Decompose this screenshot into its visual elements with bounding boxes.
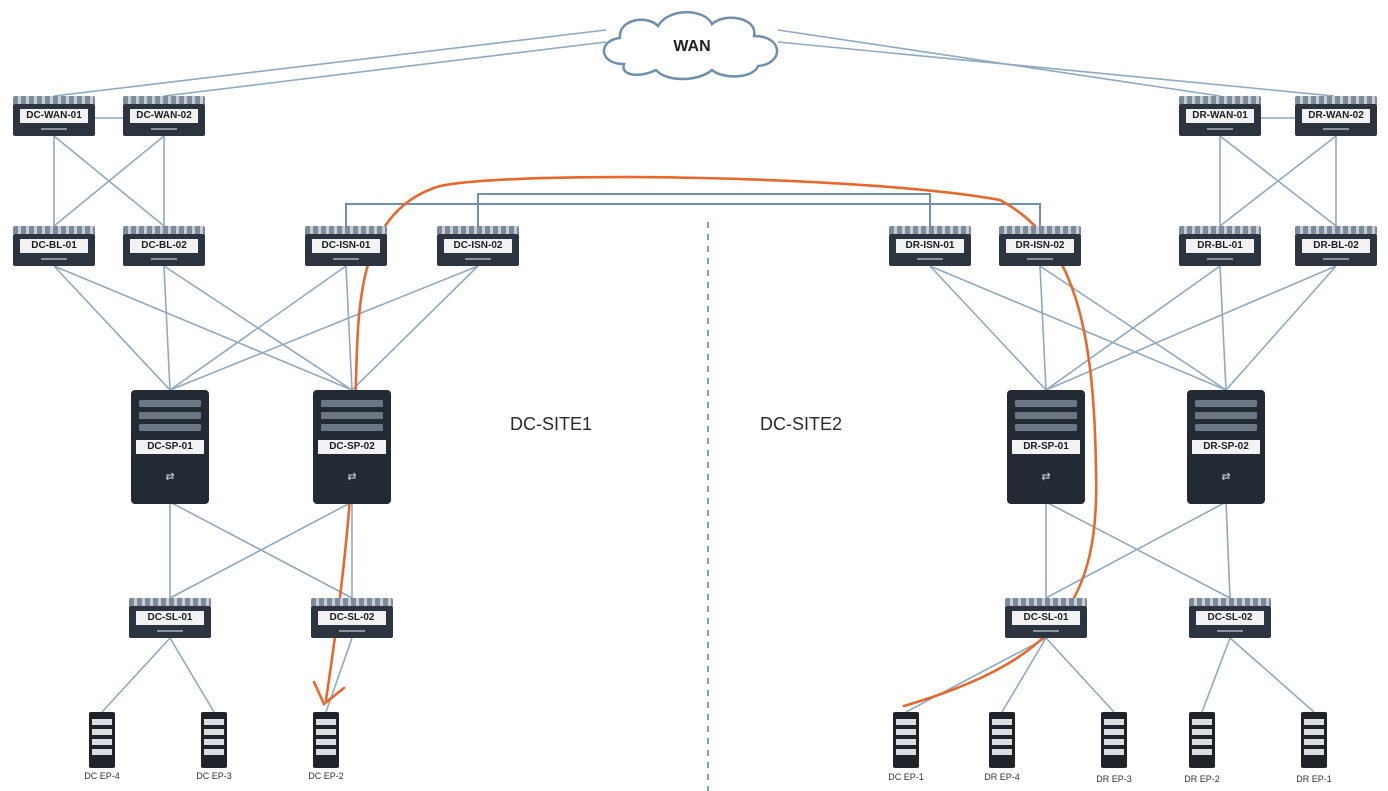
endpoint-label: DC EP-4 <box>84 771 120 781</box>
device-label: DC-WAN-01 <box>20 109 88 123</box>
link <box>163 265 171 391</box>
spine-dr-sp-02[interactable]: DR-SP-02 ⇄ <box>1187 390 1265 504</box>
switch-dc-sl-02[interactable]: DC-SL-02 <box>311 598 393 638</box>
link-dc-wan-01-to-wan <box>53 29 607 97</box>
cisco-logo-icon: ⇄ <box>1041 471 1051 483</box>
device-label: DC-WAN-02 <box>130 109 198 123</box>
link <box>1225 265 1337 391</box>
endpoint-label: DC EP-2 <box>308 771 344 781</box>
cisco-logo-icon: ⇄ <box>1221 471 1231 483</box>
device-label: DR-WAN-02 <box>1302 109 1370 123</box>
switch-dc-isn-02[interactable]: DC-ISN-02 <box>437 226 519 266</box>
link <box>1045 265 1337 391</box>
link <box>1039 265 1047 391</box>
switch-dc-bl-01[interactable]: DC-BL-01 <box>13 226 95 266</box>
link <box>169 265 479 391</box>
device-label: DC-BL-01 <box>20 239 88 253</box>
link <box>101 637 171 713</box>
device-label: DR-ISN-02 <box>1006 239 1074 253</box>
server-dr-ep-4[interactable] <box>985 712 1019 768</box>
spine-dr-sp-01[interactable]: DR-SP-01 ⇄ <box>1007 390 1085 504</box>
device-label: DC-SL-01 <box>136 611 204 625</box>
endpoint-label: DR EP-4 <box>984 772 1020 782</box>
isn-interconnect-dc-isn-01 <box>345 203 1041 226</box>
link <box>169 501 353 599</box>
link <box>53 265 171 391</box>
wan-label: WAN <box>673 38 711 55</box>
device-label: DR-BL-01 <box>1186 239 1254 253</box>
site-label-dc-site2: DC-SITE2 <box>760 414 843 434</box>
router-dr-wan-01[interactable]: DR-WAN-01 <box>1179 96 1261 136</box>
spine-dc-sp-02[interactable]: DC-SP-02 ⇄ <box>313 390 391 504</box>
server-dr-ep-1[interactable] <box>1297 712 1331 768</box>
wan-cloud: WAN <box>594 6 790 82</box>
router-dc-wan-02[interactable]: DC-WAN-02 <box>123 96 205 136</box>
device-label: DC-ISN-02 <box>444 239 512 253</box>
link <box>1045 501 1227 599</box>
router-dc-wan-01[interactable]: DC-WAN-01 <box>13 96 95 136</box>
link-dc-wan-02-to-wan <box>163 41 607 97</box>
traffic-flow-arrowhead <box>312 680 346 707</box>
device-label: DR-SP-01 <box>1012 440 1080 454</box>
link <box>1045 637 1115 713</box>
device-label: DR-BL-02 <box>1302 239 1370 253</box>
cisco-logo-icon: ⇄ <box>347 471 357 483</box>
site-label-dc-site1: DC-SITE1 <box>510 414 593 434</box>
link <box>351 265 479 391</box>
switch-dr-sl-01[interactable]: DC-SL-01 <box>1005 598 1087 638</box>
link <box>929 265 1227 391</box>
link <box>169 265 347 391</box>
cisco-logo-icon: ⇄ <box>165 471 175 483</box>
device-label: DC-BL-02 <box>130 239 198 253</box>
server-dc-ep-2[interactable] <box>309 712 343 768</box>
server-dc-ep-1[interactable] <box>889 712 923 768</box>
link <box>169 637 215 713</box>
server-dr-ep-2[interactable] <box>1185 712 1219 768</box>
device-label: DC-SL-01 <box>1012 611 1080 625</box>
link-dr-wan-02-to-wan <box>777 41 1335 97</box>
switch-dr-isn-02[interactable]: DR-ISN-02 <box>999 226 1081 266</box>
spine-dc-sp-01[interactable]: DC-SP-01 ⇄ <box>131 390 209 504</box>
link <box>1219 135 1337 227</box>
device-label: DR-WAN-01 <box>1186 109 1254 123</box>
device-label: DC-ISN-01 <box>312 239 380 253</box>
link <box>1045 265 1221 391</box>
device-label: DC-SP-01 <box>136 440 204 454</box>
link <box>1225 501 1231 599</box>
switch-dr-sl-02[interactable]: DC-SL-02 <box>1189 598 1271 638</box>
isn-interconnect-dc-isn-02 <box>477 193 931 226</box>
link <box>929 265 1047 391</box>
device-label: DR-ISN-01 <box>896 239 964 253</box>
link <box>1001 637 1047 713</box>
device-label: DC-SP-02 <box>318 440 386 454</box>
device-label: DR-SP-02 <box>1192 440 1260 454</box>
server-dc-ep-3[interactable] <box>197 712 231 768</box>
cloud-icon <box>602 11 779 81</box>
device-label: DC-SL-02 <box>1196 611 1264 625</box>
switch-dc-bl-02[interactable]: DC-BL-02 <box>123 226 205 266</box>
link <box>345 265 353 391</box>
endpoint-label: DC EP-1 <box>888 772 924 782</box>
link <box>53 265 353 391</box>
switch-dc-sl-01[interactable]: DC-SL-01 <box>129 598 211 638</box>
link <box>1201 637 1231 713</box>
server-dc-ep-4[interactable] <box>85 712 119 768</box>
router-dr-wan-02[interactable]: DR-WAN-02 <box>1295 96 1377 136</box>
link <box>1045 501 1231 599</box>
switch-dr-isn-01[interactable]: DR-ISN-01 <box>889 226 971 266</box>
link <box>905 637 1047 713</box>
switch-dc-isn-01[interactable]: DC-ISN-01 <box>305 226 387 266</box>
device-label: DC-SL-02 <box>318 611 386 625</box>
endpoint-label: DR EP-3 <box>1096 774 1132 784</box>
link <box>1219 265 1227 391</box>
endpoint-label: DR EP-1 <box>1296 774 1332 784</box>
switch-dr-bl-02[interactable]: DR-BL-02 <box>1295 226 1377 266</box>
endpoint-label: DR EP-2 <box>1184 774 1220 784</box>
endpoint-label: DC EP-3 <box>196 771 232 781</box>
switch-dr-bl-01[interactable]: DR-BL-01 <box>1179 226 1261 266</box>
link <box>53 135 165 227</box>
server-dr-ep-3[interactable] <box>1097 712 1131 768</box>
link <box>1229 637 1315 713</box>
